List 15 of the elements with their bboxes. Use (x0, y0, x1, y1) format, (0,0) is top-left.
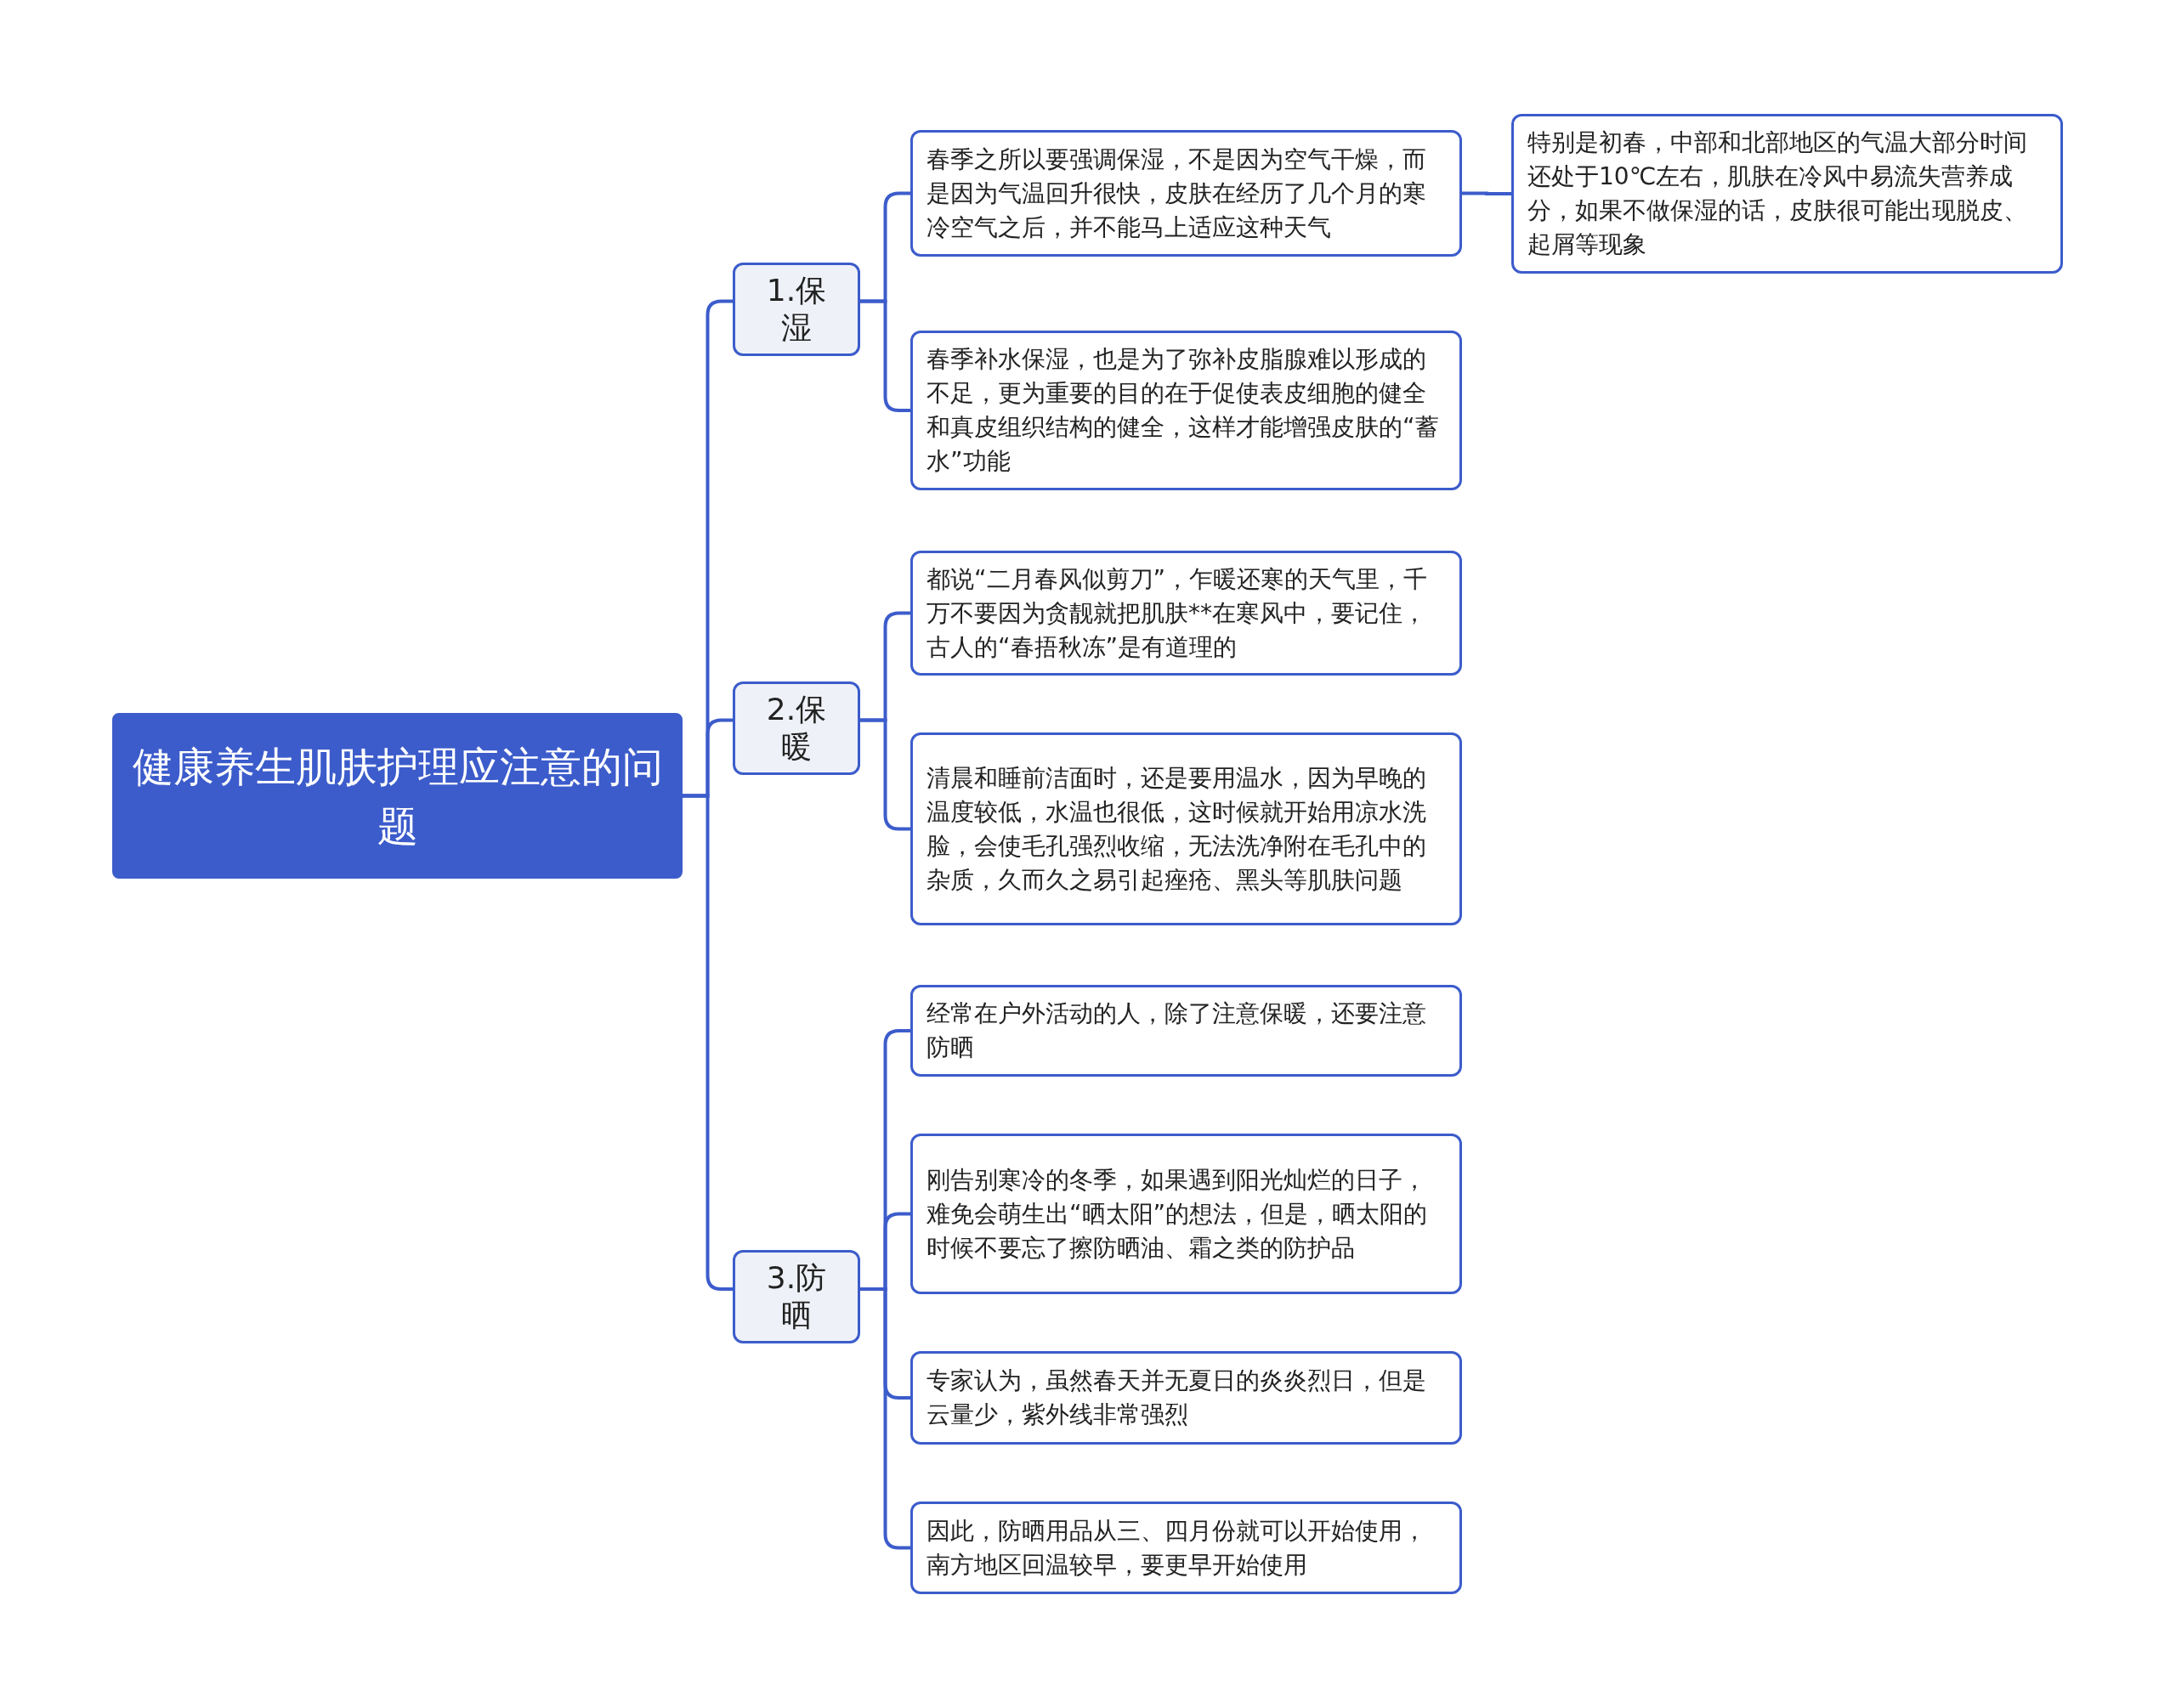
topic-box: 健康养生肌肤护理应注意的问题 (112, 713, 683, 879)
connector-line (1462, 191, 1511, 195)
connector-line (860, 718, 910, 831)
note-box: 经常在户外活动的人，除了注意保暖，还要注意防晒 (910, 985, 1462, 1077)
note-box: 春季补水保湿，也是为了弥补皮脂腺难以形成的不足，更为重要的目的在于促使表皮细胞的健全和真皮组织结构的健全，这样才能增强皮肤的“蓄水”功能 (910, 331, 1462, 490)
note-box: 都说“二月春风似剪刀”，乍暖还寒的天气里，千万不要因为贪靓就把肌肤**在寒风中，要记住，古人的“春捂秋冻”是有道理的 (910, 551, 1462, 676)
note-box: 因此，防晒用品从三、四月份就可以开始使用，南方地区回温较早，要更早开始使用 (910, 1502, 1462, 1594)
note-box: 春季之所以要强调保湿，不是因为空气干燥，而是因为气温回升很快，皮肤在经历了几个月的寒冷空气之后，并不能马上适应这种天气 (910, 130, 1462, 257)
note-box: 刚告别寒冷的冬季，如果遇到阳光灿烂的日子，难免会萌生出“晒太阳”的想法，但是，晒太阳的时候不要忘了擦防晒油、霜之类的防护品 (910, 1134, 1462, 1294)
note-box: 特别是初春，中部和北部地区的气温大部分时间还处于10℃左右，肌肤在冷风中易流失营养成分，如果不做保湿的话，皮肤很可能出现脱皮、起屑等现象 (1511, 114, 2063, 274)
subtopic-box: 2.保暖 (733, 682, 860, 775)
subtopic-box: 1.保湿 (733, 263, 860, 356)
note-box: 专家认为，虽然春天并无夏日的炎炎烈日，但是云量少，紫外线非常强烈 (910, 1351, 1462, 1445)
note-box: 清晨和睡前洁面时，还是要用温水，因为早晚的温度较低，水温也很低，这时候就开始用凉水洗脸，会使毛孔强烈收缩，无法洗净附在毛孔中的杂质，久而久之易引起痤疮、黑头等肌肤问题 (910, 732, 1462, 925)
subtopic-box: 3.防晒 (733, 1250, 860, 1343)
